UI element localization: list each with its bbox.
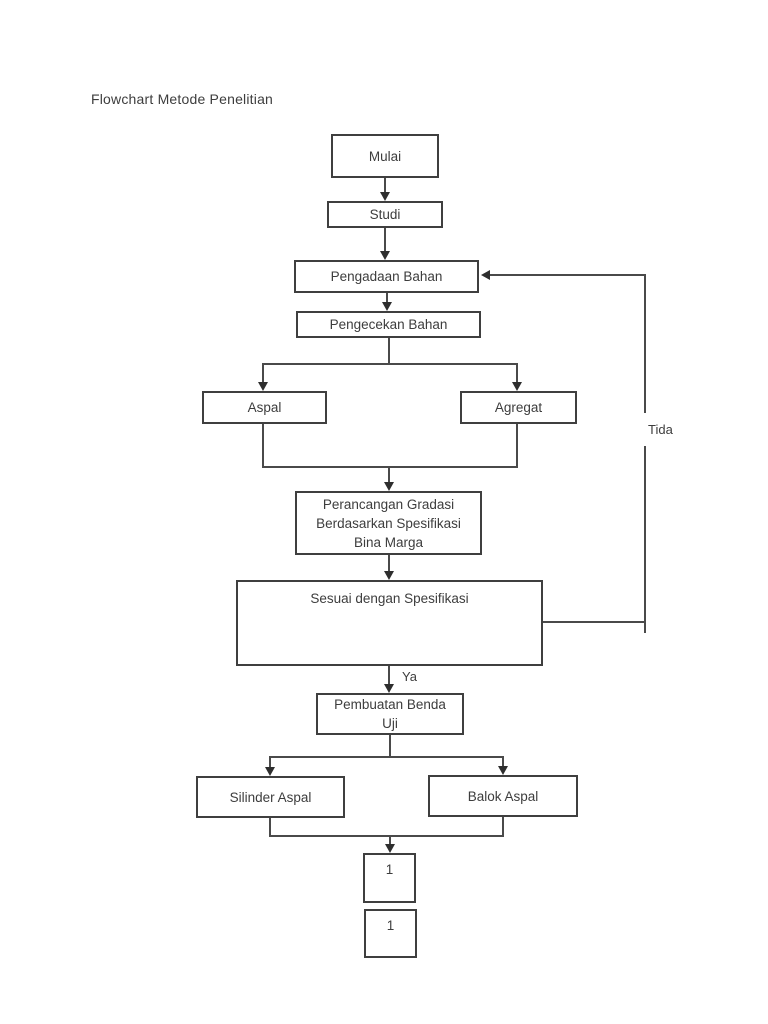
connector-studi-pengadaan [384,228,386,256]
connector-feedback-bottom [543,621,646,623]
connector-feedback-vertical-top [644,274,646,413]
arrowhead-down-sesuai [384,571,394,580]
node-studi-label: Studi [369,207,401,222]
page-title: Flowchart Metode Penelitian [91,91,274,107]
node-connector-1b: 1 [364,909,417,958]
connector-pengecekan-split [388,338,390,365]
connector-pengadaan-pengecekan [386,293,388,306]
node-perancangan-line3: Bina Marga [353,534,424,550]
arrowhead-down-perancangan [384,482,394,491]
arrowhead-left-pengadaan [481,270,490,280]
node-perancangan-gradasi: Perancangan Gradasi Berdasarkan Spesifik… [295,491,482,555]
arrowhead-down-pengadaan [380,251,390,260]
arrowhead-down-studi [380,192,390,201]
connector-merge2-connector1 [389,835,391,848]
arrowhead-down-pembuatan [384,684,394,693]
connector-split-aspal [262,363,264,385]
connector-merge-horizontal [262,466,518,468]
node-perancangan-line1: Perancangan Gradasi [322,496,455,512]
node-balok-aspal-label: Balok Aspal [467,788,539,804]
connector-aspal-merge [262,424,264,468]
connector-split2-balok [502,756,504,770]
arrowhead-down-aspal [258,382,268,391]
node-aspal: Aspal [202,391,327,424]
node-pembuatan-line1: Pembuatan Benda [334,697,446,712]
edge-label-ya: Ya [400,669,419,684]
connector-feedback-vertical-bottom [644,446,646,633]
arrowhead-down-connector1 [385,844,395,853]
arrowhead-down-pengecekan [382,302,392,311]
connector-pembuatan-split [389,735,391,758]
node-studi: Studi [327,201,443,228]
arrowhead-down-balok [498,766,508,775]
node-mulai-label: Mulai [368,148,402,164]
connector-agregat-merge [516,424,518,468]
connector-merge-perancangan [388,466,390,485]
connector-split-horizontal [262,363,518,365]
connector-split2-silinder [269,756,271,771]
connector-split-agregat [516,363,518,385]
node-pembuatan-benda-uji: Pembuatan Benda Uji [316,693,464,735]
connector-feedback-top [487,274,646,276]
node-aspal-label: Aspal [247,400,282,415]
node-silinder-aspal: Silinder Aspal [196,776,345,818]
node-pengadaan-bahan-label: Pengadaan Bahan [330,269,443,284]
connector-balok-merge [502,817,504,837]
node-connector-1a-label: 1 [385,862,394,877]
connector-mulai-studi [384,178,386,198]
node-connector-1a: 1 [363,853,416,903]
node-pembuatan-line2: Uji [382,716,398,731]
node-agregat-label: Agregat [494,400,543,415]
connector-split2-horizontal [269,756,504,758]
connector-sesuai-pembuatan [388,666,390,686]
connector-merge2-horizontal [269,835,504,837]
arrowhead-down-silinder [265,767,275,776]
node-mulai: Mulai [331,134,439,178]
node-perancangan-line2: Berdasarkan Spesifikasi [316,515,461,531]
connector-silinder-merge [269,818,271,837]
node-agregat: Agregat [460,391,577,424]
node-pengecekan-bahan-label: Pengecekan Bahan [329,317,448,332]
node-sesuai-spesifikasi: Sesuai dengan Spesifikasi [236,580,543,666]
edge-label-tida: Tida [646,422,675,437]
node-silinder-aspal-label: Silinder Aspal [229,789,312,805]
connector-perancangan-sesuai [388,555,390,573]
node-balok-aspal: Balok Aspal [428,775,578,817]
node-connector-1b-label: 1 [386,918,395,933]
node-sesuai-label: Sesuai dengan Spesifikasi [310,591,469,606]
node-pengecekan-bahan: Pengecekan Bahan [296,311,481,338]
arrowhead-down-agregat [512,382,522,391]
node-pengadaan-bahan: Pengadaan Bahan [294,260,479,293]
